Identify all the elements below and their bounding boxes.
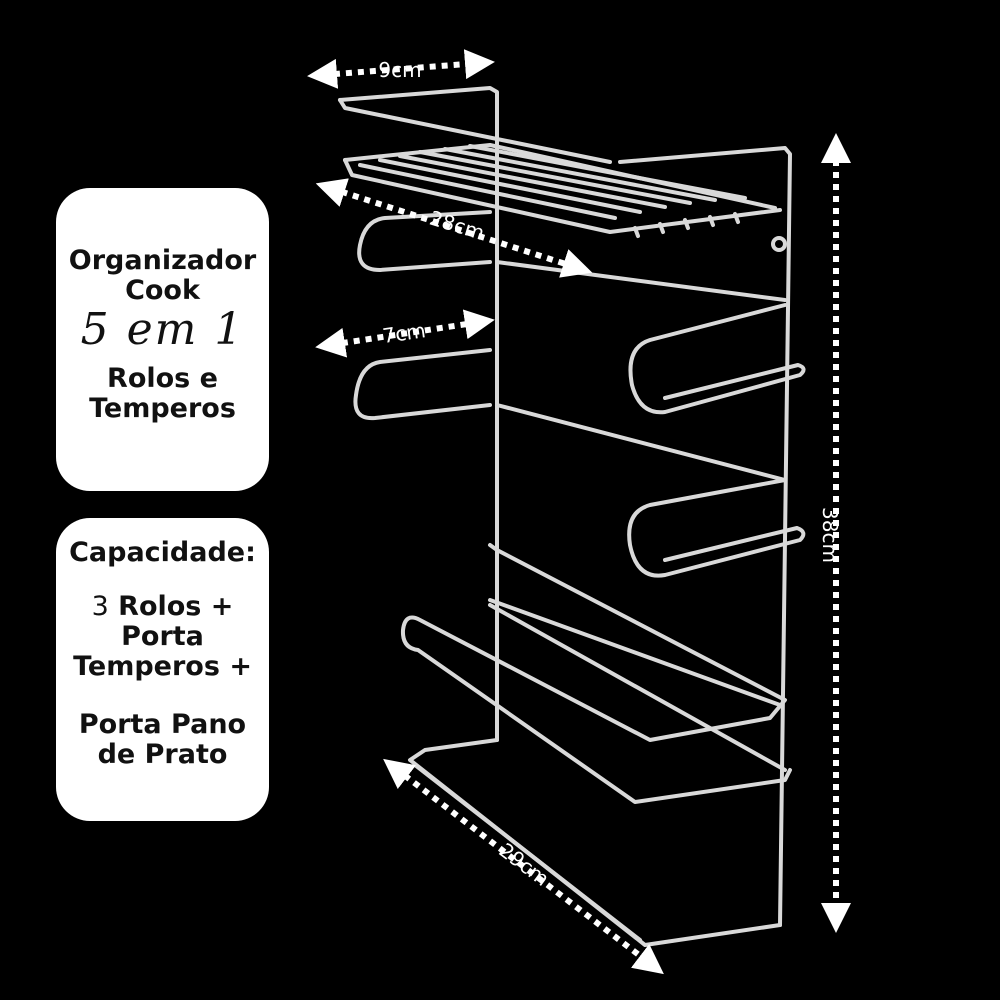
capacity-line-porta: Porta (121, 621, 204, 652)
wall-mount-ring (771, 236, 787, 252)
capacity-heading: Capacidade: (69, 537, 256, 568)
label-holder-depth: 7cm (381, 318, 427, 348)
holder-roll-2 (627, 478, 806, 578)
capacity-card: Capacidade: 3 Rolos + Porta Temperos + P… (56, 518, 269, 821)
arrow-base-width (383, 758, 664, 975)
capacity-line-de-prato: de Prato (97, 739, 228, 770)
capacity-roll-count: 3 (91, 591, 109, 622)
title-card: Organizador Cook 5 em 1 Rolos e Temperos (56, 188, 269, 491)
holder-roll-1 (628, 303, 806, 415)
arrow-shelf-width (315, 178, 593, 278)
capacity-line-rolls: 3 Rolos + (56, 592, 269, 622)
wire-rack (338, 86, 806, 947)
towel-rail-base (408, 738, 782, 947)
rack-back-left-frame (338, 86, 499, 742)
holder-small-2 (353, 348, 492, 421)
label-base-width: 29cm (495, 838, 554, 891)
title-line-5-em-1: 5 em 1 (80, 304, 245, 355)
title-line-cook: Cook (125, 275, 200, 306)
capacity-line-porta-pano: Porta Pano (78, 709, 247, 740)
label-height: 38cm (818, 507, 842, 563)
dimension-arrows (307, 49, 851, 975)
arrow-holder-depth (315, 309, 495, 358)
arrow-top-depth (307, 49, 495, 89)
top-shelf-rail (338, 98, 612, 164)
capacity-roll-label: Rolos + (108, 591, 234, 622)
title-line-organizador: Organizador (68, 245, 257, 276)
label-top-depth: 9cm (378, 58, 421, 82)
holder-roll-3 (400, 548, 792, 804)
capacity-line-temperos: Temperos + (73, 651, 252, 682)
rack-front-right-frame (618, 146, 792, 927)
title-line-rolos-e: Rolos e (107, 363, 218, 394)
title-line-temperos: Temperos (89, 393, 236, 424)
